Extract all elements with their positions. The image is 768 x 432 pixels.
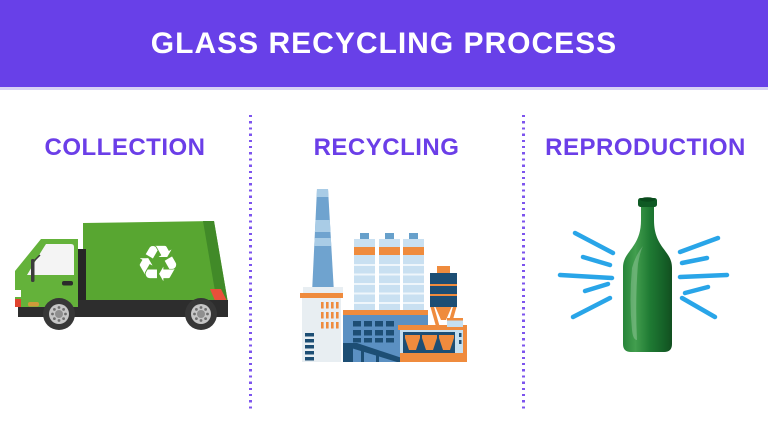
silo xyxy=(379,233,400,313)
white-building-vents xyxy=(305,333,314,361)
step-title-recycling: RECYCLING xyxy=(313,134,460,161)
main-building-windows xyxy=(353,321,394,343)
recycle-icon: ♻ xyxy=(136,235,181,293)
factory-chimney xyxy=(312,189,334,293)
right-building xyxy=(398,325,467,362)
page-title: GLASS RECYCLING PROCESS xyxy=(150,26,618,60)
truck-cargo-edge xyxy=(203,221,228,303)
truck-front-stripe-white xyxy=(15,290,21,297)
silo xyxy=(403,233,424,313)
truck-rear-wheel xyxy=(185,298,217,330)
glass-bottle-illustration xyxy=(557,197,730,352)
bottle-opening xyxy=(640,197,655,202)
white-building-trim xyxy=(300,293,343,298)
step-title-collection: COLLECTION xyxy=(44,134,206,161)
glass-bottle xyxy=(623,197,672,352)
truck-tail-light xyxy=(210,289,228,303)
hopper-tower xyxy=(430,266,463,328)
main-building-conveyor xyxy=(343,343,405,362)
main-building-trim xyxy=(343,310,428,315)
truck-mirror-arm xyxy=(33,254,41,262)
truck-cargo-box xyxy=(83,221,228,303)
hoppers xyxy=(405,335,454,350)
step-recycling: RECYCLING xyxy=(250,90,523,432)
chimney-base xyxy=(303,287,343,293)
sparkle-rays xyxy=(557,230,730,320)
step-reproduction: REPRODUCTION xyxy=(523,90,768,432)
truck-door-handle xyxy=(62,281,73,286)
truck-mirror xyxy=(31,259,35,282)
header-banner: GLASS RECYCLING PROCESS xyxy=(0,0,768,90)
glass-factory-illustration xyxy=(300,189,467,362)
white-building-windows xyxy=(321,302,339,329)
factory-silos xyxy=(354,233,424,313)
bottle-highlight xyxy=(630,246,643,340)
truck-gap xyxy=(78,249,86,307)
dotted-divider xyxy=(522,115,525,409)
truck-front-stripe-red xyxy=(15,299,21,307)
silo xyxy=(354,233,375,313)
step-collection: COLLECTION xyxy=(0,90,250,432)
truck-windshield xyxy=(27,244,74,275)
step-title-reproduction: REPRODUCTION xyxy=(545,134,746,161)
recycling-truck-illustration: ♻ xyxy=(15,221,228,330)
truck-marker-light xyxy=(28,302,39,307)
truck-front-wheel xyxy=(43,298,75,330)
dotted-divider xyxy=(249,115,252,409)
